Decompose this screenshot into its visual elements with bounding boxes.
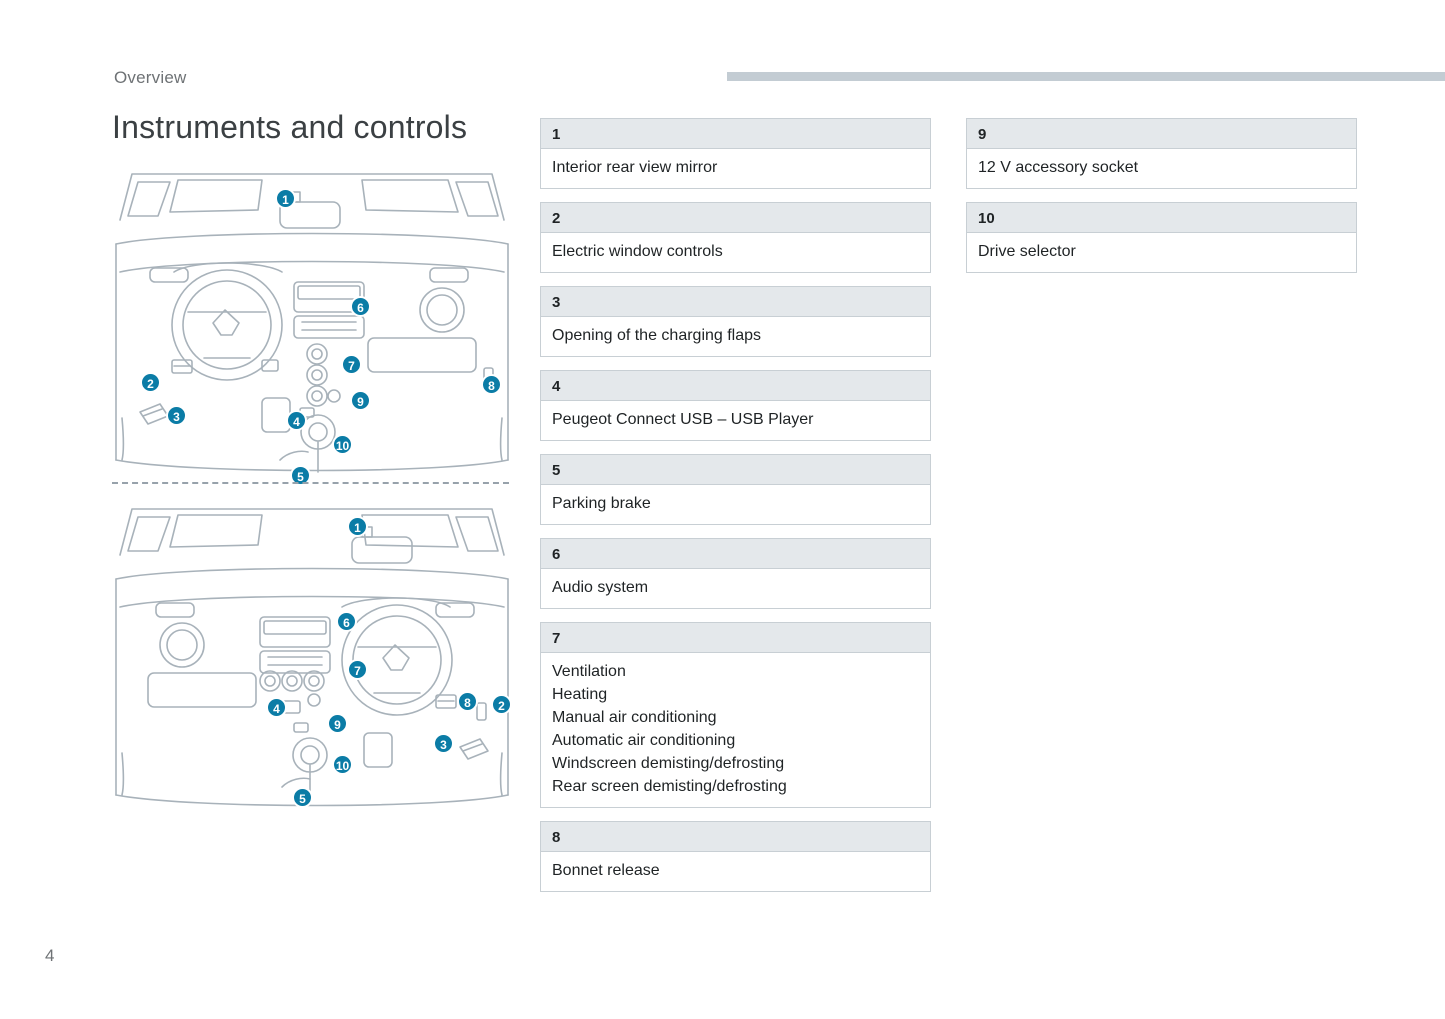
callout-5: 5 bbox=[292, 787, 313, 808]
legend-item-number: 2 bbox=[540, 202, 931, 233]
legend-line: Opening of the charging flaps bbox=[552, 327, 762, 344]
callout-4: 4 bbox=[286, 410, 307, 431]
legend-item-number: 6 bbox=[540, 538, 931, 569]
legend-item: 7 Ventilation Heating Manual air conditi… bbox=[540, 622, 931, 808]
legend-item: 3 Opening of the charging flaps bbox=[540, 286, 931, 357]
legend-item: 10 Drive selector bbox=[966, 202, 1357, 273]
callout-5: 5 bbox=[290, 465, 311, 486]
dashboard-diagram-lhd: 1 6 7 2 8 9 3 4 10 5 bbox=[112, 160, 512, 495]
callout-8: 8 bbox=[457, 691, 478, 712]
legend-column-right: 9 12 V accessory socket 10 Drive selecto… bbox=[966, 118, 1357, 286]
legend-line: Peugeot Connect USB – USB Player bbox=[552, 411, 814, 428]
legend-item-number: 7 bbox=[540, 622, 931, 653]
legend-line: Heating bbox=[552, 686, 608, 703]
legend-item-body: Electric window controls bbox=[540, 233, 931, 273]
callout-9: 9 bbox=[350, 390, 371, 411]
legend-line: Bonnet release bbox=[552, 862, 660, 879]
callout-7: 7 bbox=[347, 659, 368, 680]
legend-item: 4 Peugeot Connect USB – USB Player bbox=[540, 370, 931, 441]
legend-line: Manual air conditioning bbox=[552, 709, 717, 726]
callout-3: 3 bbox=[433, 733, 454, 754]
legend-item: 6 Audio system bbox=[540, 538, 931, 609]
legend-item-body: Peugeot Connect USB – USB Player bbox=[540, 401, 931, 441]
legend-item: 9 12 V accessory socket bbox=[966, 118, 1357, 189]
legend-item-body: 12 V accessory socket bbox=[966, 149, 1357, 189]
page-title: Instruments and controls bbox=[112, 109, 468, 145]
callout-6: 6 bbox=[350, 296, 371, 317]
page-number: 4 bbox=[45, 946, 55, 965]
legend-item: 8 Bonnet release bbox=[540, 821, 931, 892]
legend-line: Audio system bbox=[552, 579, 649, 596]
callout-7: 7 bbox=[341, 354, 362, 375]
callout-6: 6 bbox=[336, 611, 357, 632]
figure-divider bbox=[112, 482, 509, 484]
legend-line: Drive selector bbox=[978, 243, 1076, 260]
callout-2: 2 bbox=[140, 372, 161, 393]
callout-3: 3 bbox=[166, 405, 187, 426]
legend-item: 1 Interior rear view mirror bbox=[540, 118, 931, 189]
dashboard-diagram-rhd: 1 6 7 8 2 4 9 3 10 5 bbox=[112, 495, 512, 830]
legend-column-left: 1 Interior rear view mirror 2 Electric w… bbox=[540, 118, 931, 905]
callout-1: 1 bbox=[347, 516, 368, 537]
legend-item-number: 10 bbox=[966, 202, 1357, 233]
legend-item-number: 8 bbox=[540, 821, 931, 852]
legend-item: 2 Electric window controls bbox=[540, 202, 931, 273]
illustrations-column: 1 6 7 2 8 9 3 4 10 5 bbox=[112, 160, 512, 820]
legend-item: 5 Parking brake bbox=[540, 454, 931, 525]
legend-line: Interior rear view mirror bbox=[552, 159, 718, 176]
legend-item-body: Drive selector bbox=[966, 233, 1357, 273]
legend-line: Automatic air conditioning bbox=[552, 732, 736, 749]
callout-10: 10 bbox=[332, 754, 353, 775]
legend-line: Ventilation bbox=[552, 663, 626, 680]
section-label: Overview bbox=[114, 68, 187, 87]
callout-1: 1 bbox=[275, 188, 296, 209]
legend-line: Electric window controls bbox=[552, 243, 723, 260]
legend-item-number: 1 bbox=[540, 118, 931, 149]
legend-item-number: 3 bbox=[540, 286, 931, 317]
legend-item-body: Ventilation Heating Manual air condition… bbox=[540, 653, 931, 808]
legend-item-number: 5 bbox=[540, 454, 931, 485]
legend-item-number: 4 bbox=[540, 370, 931, 401]
legend-line: Parking brake bbox=[552, 495, 651, 512]
legend-line: Rear screen demisting/defrosting bbox=[552, 778, 787, 795]
legend-item-body: Opening of the charging flaps bbox=[540, 317, 931, 357]
legend-line: 12 V accessory socket bbox=[978, 159, 1139, 176]
header-rule bbox=[727, 72, 1445, 81]
legend-line: Windscreen demisting/defrosting bbox=[552, 755, 785, 772]
callout-2: 2 bbox=[491, 694, 512, 715]
callout-8: 8 bbox=[481, 374, 502, 395]
callout-9: 9 bbox=[327, 713, 348, 734]
legend-item-body: Parking brake bbox=[540, 485, 931, 525]
callout-4: 4 bbox=[266, 697, 287, 718]
legend-item-body: Interior rear view mirror bbox=[540, 149, 931, 189]
legend-item-body: Bonnet release bbox=[540, 852, 931, 892]
callout-10: 10 bbox=[332, 434, 353, 455]
legend-item-body: Audio system bbox=[540, 569, 931, 609]
legend-item-number: 9 bbox=[966, 118, 1357, 149]
